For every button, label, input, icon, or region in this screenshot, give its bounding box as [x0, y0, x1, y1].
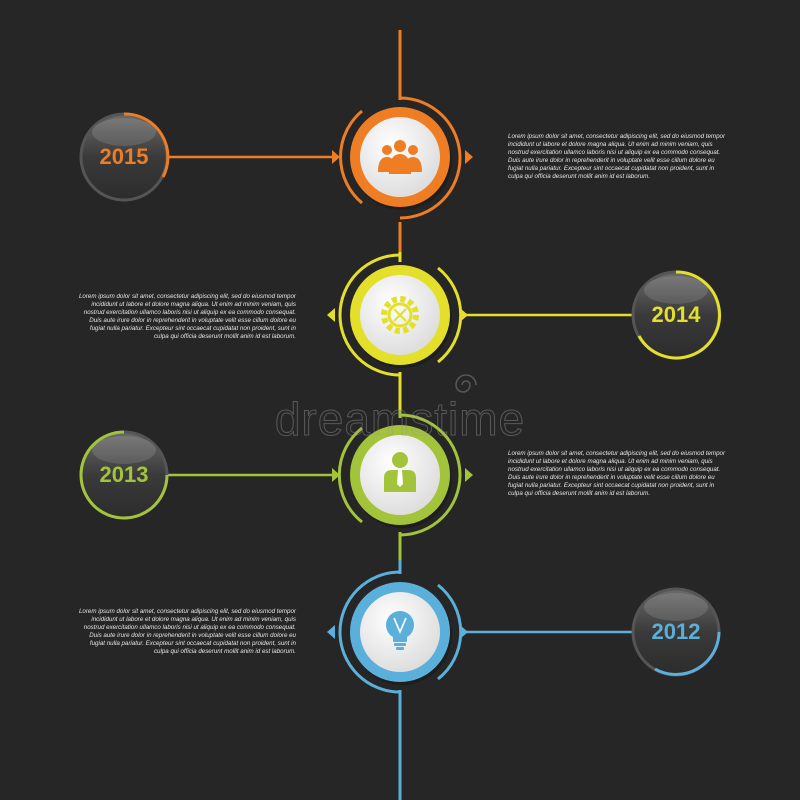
step-description-2012: Lorem ipsum dolor sit amet, consectetur …: [78, 608, 296, 655]
outer-arc-ring-left: [337, 426, 363, 524]
year-label-2013: 2013: [99, 462, 149, 487]
left-arrow-pointer: [332, 150, 340, 164]
left-arrow-pointer: [327, 625, 335, 639]
outer-arc-ring-right: [437, 266, 463, 364]
year-badge-progress-arc: [637, 270, 722, 360]
right-arrow-pointer: [465, 150, 473, 164]
year-label-2014: 2014: [651, 302, 701, 327]
year-badge-progress-arc: [123, 112, 170, 178]
glass-highlight: [92, 436, 156, 464]
year-label-2012: 2012: [651, 619, 701, 644]
outer-arc-ring-right: [437, 583, 463, 681]
glass-highlight: [644, 276, 708, 304]
timeline-step-2015: [79, 96, 473, 220]
year-badge-progress-arc: [79, 430, 169, 520]
glass-highlight: [92, 118, 156, 146]
left-arrow-pointer: [327, 308, 335, 322]
timeline-step-2014: [327, 253, 722, 377]
step-description-2013: Lorem ipsum dolor sit amet, consectetur …: [508, 450, 726, 497]
outer-arc-ring: [338, 253, 401, 377]
watermark-text: dreamstime: [274, 393, 526, 446]
people-group-icon: [378, 140, 422, 174]
right-arrow-pointer: [465, 468, 473, 482]
step-description-2014: Lorem ipsum dolor sit amet, consectetur …: [78, 293, 296, 340]
outer-arc-ring: [399, 96, 462, 220]
year-label-2015: 2015: [99, 144, 149, 169]
outer-arc-ring: [399, 413, 462, 537]
outer-arc-ring: [338, 570, 401, 694]
gear-icon: [381, 296, 419, 334]
step-description-2015: Lorem ipsum dolor sit amet, consectetur …: [508, 133, 726, 180]
left-arrow-pointer: [332, 468, 340, 482]
lightbulb-icon: [386, 611, 414, 650]
businessman-icon: [384, 452, 416, 492]
timeline-step-2012: [327, 570, 721, 694]
glass-highlight: [644, 593, 708, 621]
timeline-step-2013: [79, 413, 473, 537]
year-badge-progress-arc: [654, 631, 721, 676]
watermark-spiral-logo: [455, 374, 477, 393]
outer-arc-ring-left: [339, 109, 363, 205]
